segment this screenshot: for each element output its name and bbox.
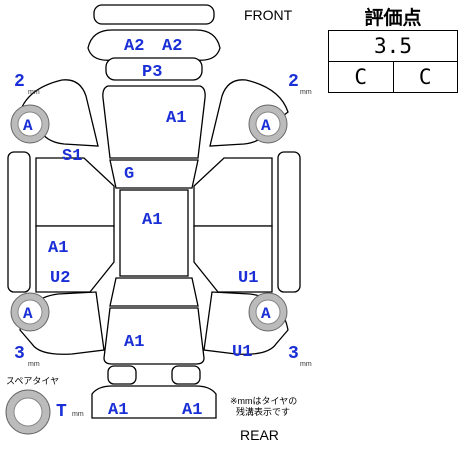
front-left-tire-code: A: [23, 117, 33, 135]
grade-table: 3.5 C C: [328, 30, 458, 93]
front-right-unit: mm: [300, 89, 312, 96]
rear-window: [109, 277, 199, 307]
rear-left-unit: mm: [28, 361, 40, 368]
left-front-pillar-code: S1: [62, 147, 82, 166]
right-rear-quarter-code: U1: [232, 343, 252, 362]
left-tail-light: [107, 365, 137, 385]
rear-bumper-left-code: A1: [108, 401, 128, 420]
front-left-unit: mm: [28, 89, 40, 96]
front-label: FRONT: [244, 7, 293, 23]
right-rear-door: [193, 225, 273, 293]
left-front-door: [35, 157, 115, 227]
tire-group: [5, 104, 288, 435]
rear-bumper-right-code: A1: [182, 401, 202, 420]
tire-note-line1: ※mmはタイヤの: [230, 396, 297, 406]
rear-right-unit: mm: [300, 361, 312, 368]
grade-title: 評価点: [364, 7, 422, 29]
tire-note-line2: 残溝表示です: [236, 406, 290, 417]
front-bumper-right-code: A2: [162, 37, 182, 56]
grade-box: 評価点 3.5 C C: [328, 6, 458, 93]
front-right-tire-code: A: [261, 117, 271, 135]
hood-code: A1: [166, 109, 186, 128]
left-rear-door-code: U2: [50, 269, 70, 288]
windshield-code: G: [124, 165, 134, 184]
left-front-fender: [19, 79, 99, 147]
left-side-strip: [7, 151, 31, 293]
spare-unit: mm: [72, 411, 84, 418]
rear-left-depth: 3: [14, 344, 25, 364]
front-grille: [105, 57, 203, 81]
rear-right-depth: 3: [288, 344, 299, 364]
windshield-panel: [109, 159, 199, 189]
rear-bumper: [91, 385, 217, 419]
front-bumper: [87, 29, 221, 61]
front-left-depth: 2: [14, 72, 25, 92]
front-panel-code: P3: [142, 63, 162, 82]
grade-overall: 3.5: [328, 30, 458, 62]
left-side-code: A1: [48, 239, 68, 258]
rear-right-tire-code: A: [261, 305, 271, 323]
spare-caption: スペアタイヤ: [6, 376, 59, 386]
hood-panel: [102, 85, 206, 159]
right-front-door: [193, 157, 273, 227]
roof-code: A1: [142, 211, 162, 230]
front-bumper-top: [93, 4, 215, 25]
right-tail-light: [171, 365, 201, 385]
left-rear-door: [35, 225, 115, 293]
grade-exterior: C: [392, 61, 458, 93]
grade-interior: C: [328, 61, 394, 93]
spare-depth: T: [56, 402, 67, 422]
right-rear-door-code: U1: [238, 269, 258, 288]
roof-panel: [119, 189, 189, 277]
front-right-depth: 2: [288, 72, 299, 92]
trunk-code: A1: [124, 333, 144, 352]
rear-label: REAR: [240, 427, 279, 443]
rear-left-tire-code: A: [23, 305, 33, 323]
front-bumper-left-code: A2: [124, 37, 144, 56]
right-side-strip: [277, 151, 301, 293]
trunk-panel: [103, 307, 205, 365]
